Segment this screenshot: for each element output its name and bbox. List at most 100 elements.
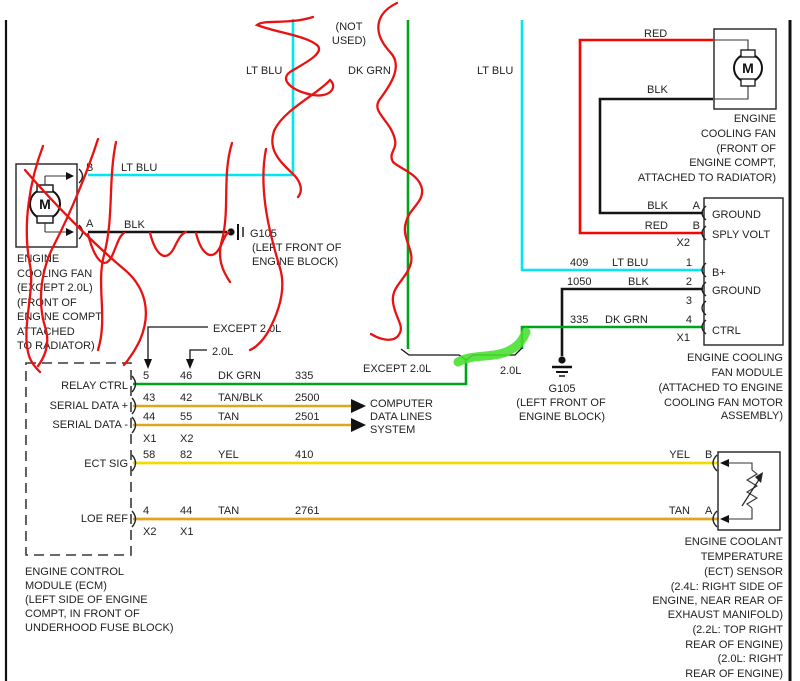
wire-label: DK GRN bbox=[605, 314, 648, 326]
sensor-caption: (2.0L: RIGHT bbox=[718, 653, 784, 665]
left-fan-caption: TO RADIATOR) bbox=[17, 340, 95, 352]
left-fan-caption: (EXCEPT 2.0L) bbox=[17, 282, 93, 294]
left-fan-caption: (FRONT OF bbox=[17, 297, 77, 309]
ecm-box bbox=[25, 362, 132, 556]
pin-label: 3 bbox=[686, 295, 692, 307]
connector-paren-icon bbox=[131, 416, 137, 434]
right-fan-caption: COOLING FAN bbox=[701, 128, 776, 140]
wire-label: BLK bbox=[647, 200, 668, 212]
connector-paren-icon bbox=[131, 510, 137, 528]
left-fan-caption: ENGINE COMPT, bbox=[17, 311, 104, 323]
connector-paren-icon bbox=[701, 300, 707, 316]
connector-paren-icon bbox=[701, 225, 707, 241]
thermistor-icon bbox=[745, 469, 759, 509]
ecm-pin-name: SERIAL DATA + bbox=[50, 400, 128, 412]
red-pen-stroke bbox=[369, 1, 424, 341]
ground-location: (LEFT FRONT OF bbox=[252, 242, 342, 254]
circuit-number: 1050 bbox=[567, 276, 591, 288]
computer-data-lines-label: SYSTEM bbox=[370, 424, 415, 436]
connector-paren-icon bbox=[131, 375, 137, 393]
wire-label: YEL bbox=[669, 449, 690, 461]
sensor-caption: REAR OF ENGINE) bbox=[685, 639, 783, 651]
pin-number: 55 bbox=[180, 411, 192, 423]
data-line-arrow-icon bbox=[351, 418, 366, 432]
computer-data-lines-label: DATA LINES bbox=[370, 411, 432, 423]
thermistor-arrow-icon bbox=[755, 472, 763, 483]
wire-lt-blu-right bbox=[520, 20, 703, 272]
red-pen-stroke bbox=[96, 140, 118, 352]
wire-blk-right-motor bbox=[598, 97, 713, 215]
red-pen-stroke bbox=[23, 168, 147, 367]
connector-id: X1 bbox=[677, 332, 690, 344]
circuit-number: 2501 bbox=[295, 411, 319, 423]
sensor-lead bbox=[728, 508, 753, 520]
pin-label: A bbox=[693, 200, 701, 212]
red-pen-stroke bbox=[36, 137, 100, 368]
sensor-caption: (ECT) SENSOR bbox=[704, 566, 783, 578]
not-used-label: (NOT bbox=[336, 21, 363, 33]
pin-arrow-icon bbox=[66, 228, 74, 236]
pin-arrow-icon bbox=[66, 172, 74, 180]
pin-arrow-icon bbox=[720, 459, 729, 467]
wire-label: BLK bbox=[647, 84, 668, 96]
connector-paren-icon bbox=[78, 168, 84, 184]
ground-name: G105 bbox=[549, 383, 576, 395]
left-fan-caption: COOLING FAN bbox=[17, 268, 92, 280]
sensor-caption: ENGINE COOLANT bbox=[685, 536, 784, 548]
sensor-caption: (2.2L: TOP RIGHT bbox=[693, 624, 784, 636]
fan-module-box bbox=[703, 197, 784, 346]
sensor-lead bbox=[728, 462, 753, 470]
connector-id: X1 bbox=[180, 526, 193, 538]
wire-label: TAN bbox=[669, 505, 690, 517]
wire-label: YEL bbox=[218, 449, 239, 461]
branch-label-20l: 2.0L bbox=[500, 365, 521, 377]
pin-number: 82 bbox=[180, 449, 192, 461]
circuit-number: 2761 bbox=[295, 505, 319, 517]
module-caption: (ATTACHED TO ENGINE bbox=[659, 382, 783, 394]
connector-paren-icon bbox=[701, 281, 707, 297]
pin-label: 2 bbox=[686, 276, 692, 288]
module-caption: COOLING FAN MOTOR bbox=[664, 397, 783, 409]
computer-data-lines-label: COMPUTER bbox=[370, 398, 433, 410]
wire-label: TAN bbox=[218, 505, 239, 517]
green-highlighter-annotation bbox=[453, 327, 531, 367]
wire-label: LT BLU bbox=[477, 65, 513, 77]
wire-label: LT BLU bbox=[612, 257, 648, 269]
wire-label: RED bbox=[645, 220, 668, 232]
pin-number: 5 bbox=[143, 370, 149, 382]
connector-paren-icon bbox=[712, 510, 718, 528]
circuit-number: 409 bbox=[570, 257, 588, 269]
red-pen-stroke bbox=[248, 147, 284, 352]
circuit-number: 2500 bbox=[295, 392, 319, 404]
wire-red-supply bbox=[578, 38, 713, 235]
module-caption: FAN MODULE bbox=[711, 367, 783, 379]
connector-id: X2 bbox=[180, 433, 193, 445]
motor-brush-icon bbox=[740, 78, 756, 87]
pin-number: 44 bbox=[180, 505, 192, 517]
red-pen-annotation bbox=[23, 1, 424, 374]
pin-label: A bbox=[705, 505, 713, 517]
motor-lead bbox=[714, 83, 749, 100]
pin-arrow-icon bbox=[720, 515, 729, 523]
motor-letter: M bbox=[39, 196, 51, 212]
module-caption: ENGINE COOLING bbox=[687, 352, 783, 364]
pin-number: 44 bbox=[143, 411, 155, 423]
wire-label: TAN bbox=[218, 411, 239, 423]
connector-paren-icon bbox=[701, 319, 707, 335]
circuit-number: 335 bbox=[570, 314, 588, 326]
ground-location: ENGINE BLOCK) bbox=[252, 256, 338, 268]
right-fan-caption: ENGINE bbox=[734, 113, 776, 125]
ect-sensor-box bbox=[717, 451, 781, 531]
module-pin-name: B+ bbox=[712, 267, 726, 279]
wire-label: DK GRN bbox=[218, 370, 261, 382]
wire-blk-1050-ground bbox=[560, 287, 703, 356]
pin-label: A bbox=[86, 218, 94, 230]
branch-label-except: EXCEPT 2.0L bbox=[363, 363, 431, 375]
sensor-caption: (2.4L: RIGHT SIDE OF bbox=[671, 581, 784, 593]
ecm-caption: (LEFT SIDE OF ENGINE bbox=[25, 594, 148, 606]
pin-number: 58 bbox=[143, 449, 155, 461]
pin-number: 42 bbox=[180, 392, 192, 404]
ecm-pin-name: LOE REF bbox=[81, 513, 128, 525]
motor-brush-icon bbox=[740, 49, 756, 58]
